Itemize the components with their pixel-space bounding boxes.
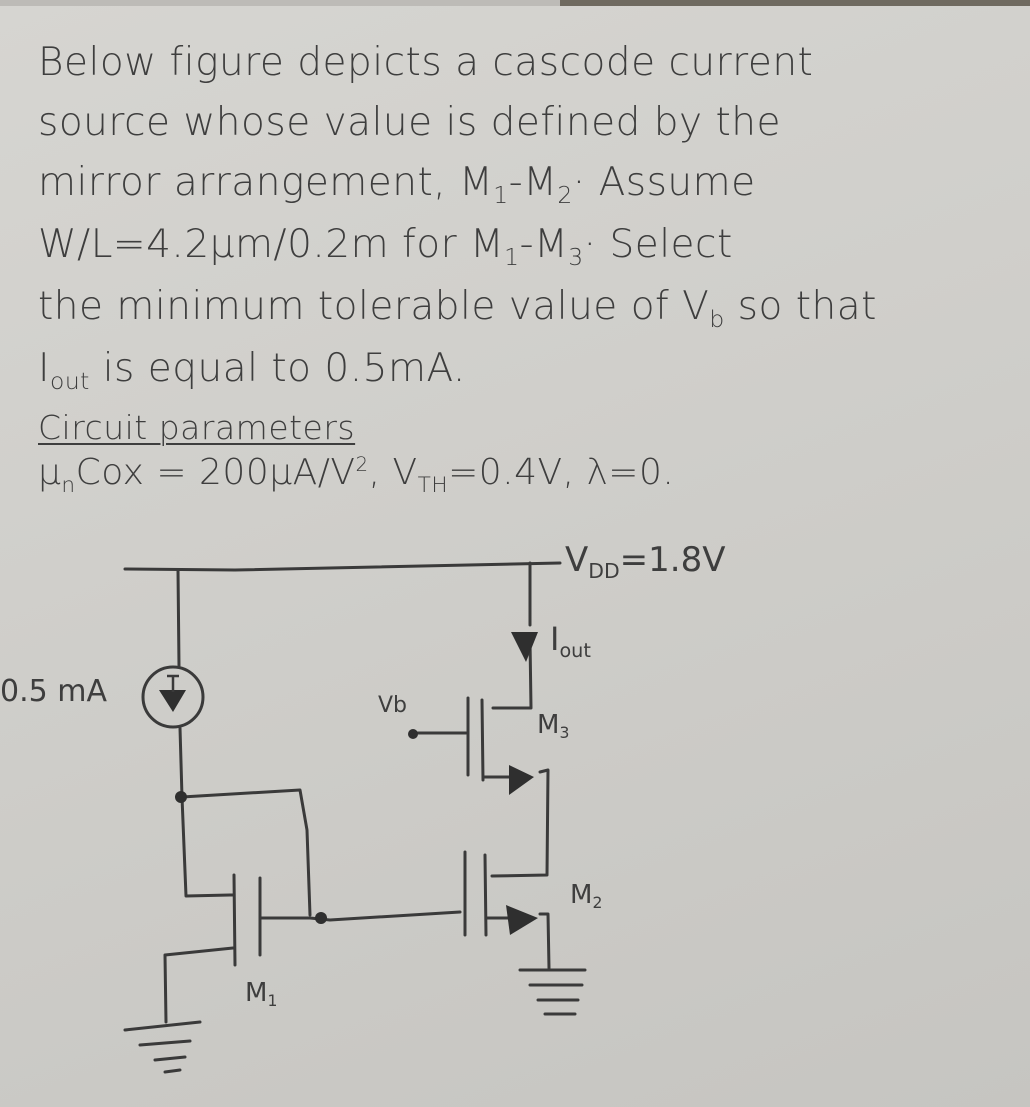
m3-source [482,768,550,878]
problem-line-2: source whose value is defined by the [38,100,781,145]
wire-iout [491,638,533,710]
m2-source [485,912,551,970]
m2-label: M2 [570,880,603,913]
m1-source [163,946,235,1024]
current-source-symbol [167,674,179,692]
vb-terminal [408,729,418,739]
m3-label: M3 [537,710,570,743]
wire-diode-top [180,788,312,917]
iout-arrow [511,632,538,662]
m3-channel [480,698,485,782]
params-line: μnCox = 200μA/V2, VTH=0.4V, λ=0. [38,452,675,498]
source-current-label: 0.5 mA [0,674,107,709]
problem-line-4: W/L=4.2μm/0.2m for M1-M3· Select [38,222,733,272]
node-dot-gate [315,912,327,924]
current-source-arrow [159,690,186,712]
m1-channel [232,873,237,967]
ground-m1 [123,1020,202,1074]
vb-label: Vb [378,693,408,718]
wire-left-mid [178,726,184,799]
problem-line-1: Below figure depicts a cascode current [38,40,814,85]
vdd-rail [123,561,562,572]
current-source-circle [141,665,205,729]
photo-background-edge [560,0,1030,10]
m3-source-arrow [509,765,534,795]
m2-source-arrow [506,905,538,935]
m1-gate-wire [258,910,462,922]
problem-line-6: Iout is equal to 0.5mA. [38,346,466,396]
ground-m2 [518,968,587,1016]
iout-label: Iout [550,620,591,662]
m2-gate [483,853,488,937]
vdd-label: VDD=1.8V [565,540,726,584]
wire-left-top [176,568,181,668]
node-dot-drain [175,791,187,803]
params-heading: Circuit parameters [38,408,356,447]
problem-line-5: the minimum tolerable value of Vb so tha… [38,284,877,334]
problem-line-3: mirror arrangement, M1-M2· Assume [38,160,756,210]
m1-label: M1 [245,978,278,1011]
wire-m1-drain [180,795,235,898]
